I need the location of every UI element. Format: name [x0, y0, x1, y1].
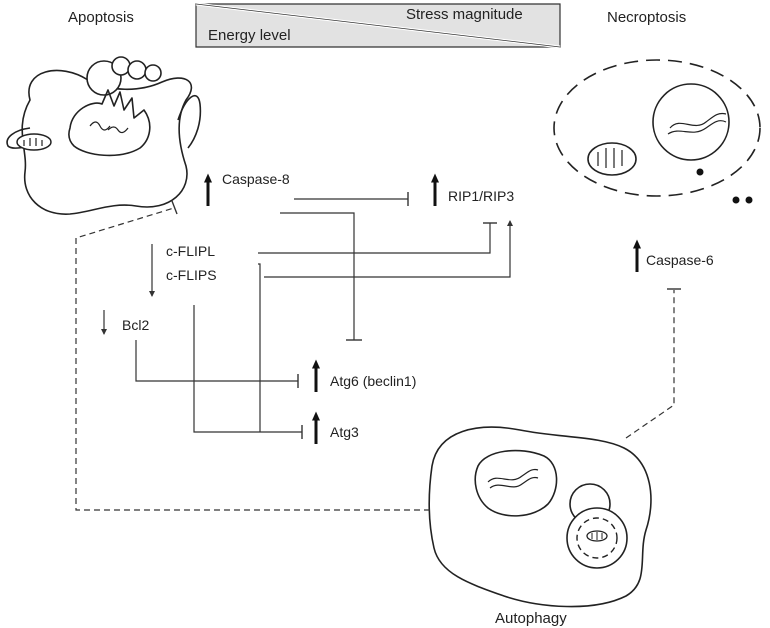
bcl2-label: Bcl2 — [122, 317, 149, 333]
apoptotic-cell-illustration — [6, 56, 202, 215]
cflip-inhibits-atg3-edge — [193, 305, 302, 433]
ruptured-membrane — [553, 59, 761, 197]
swollen-nucleus — [652, 83, 730, 161]
cflipl-inhibits-rip-edge — [258, 223, 491, 254]
autophagic-cell-illustration — [428, 426, 652, 608]
cell-debris — [745, 196, 753, 204]
apoptotic-body — [111, 56, 131, 76]
energy-level-label: Energy level — [208, 27, 291, 44]
atg6-label: Atg6 (beclin1) — [330, 373, 416, 389]
apoptosis-title: Apoptosis — [68, 9, 134, 26]
apoptotic-body — [144, 64, 162, 82]
bcl2-inhibits-atg6-edge — [135, 340, 298, 382]
caspase6-label: Caspase-6 — [646, 252, 714, 268]
swollen-mitochondrion — [587, 142, 637, 176]
autophagy-inhibits-caspase6-edge — [625, 290, 675, 439]
stress-energy-gradient: Stress magnitude Energy level — [195, 2, 561, 49]
caspase8-inhibits-autophagy-edge — [280, 212, 355, 340]
autophagosome-inner-membrane — [576, 517, 618, 559]
necroptotic-cell-illustration — [553, 59, 761, 204]
autophagy-inhibits-apoptosis-edge — [75, 207, 430, 511]
autophagic-nucleus — [474, 449, 558, 517]
fragmented-nucleus — [68, 89, 151, 157]
necroptosis-title: Necroptosis — [607, 9, 686, 26]
apoptotic-mitochondrion — [16, 133, 52, 151]
cflipl-label: c-FLIPL — [166, 243, 215, 259]
cell-debris — [696, 168, 704, 176]
apoptotic-body — [127, 60, 147, 80]
cflips-inhibits-atg3-edge — [258, 263, 261, 432]
cell-debris — [732, 196, 740, 204]
stress-magnitude-label: Stress magnitude — [406, 6, 523, 23]
cflips-label: c-FLIPS — [166, 267, 217, 283]
cflips-activates-rip-edge — [264, 220, 513, 278]
apoptotic-bleb — [177, 94, 202, 149]
autophagy-title: Autophagy — [495, 610, 567, 627]
caspase8-label: Caspase-8 — [222, 171, 290, 187]
atg3-label: Atg3 — [330, 424, 359, 440]
rip-label: RIP1/RIP3 — [448, 188, 514, 204]
